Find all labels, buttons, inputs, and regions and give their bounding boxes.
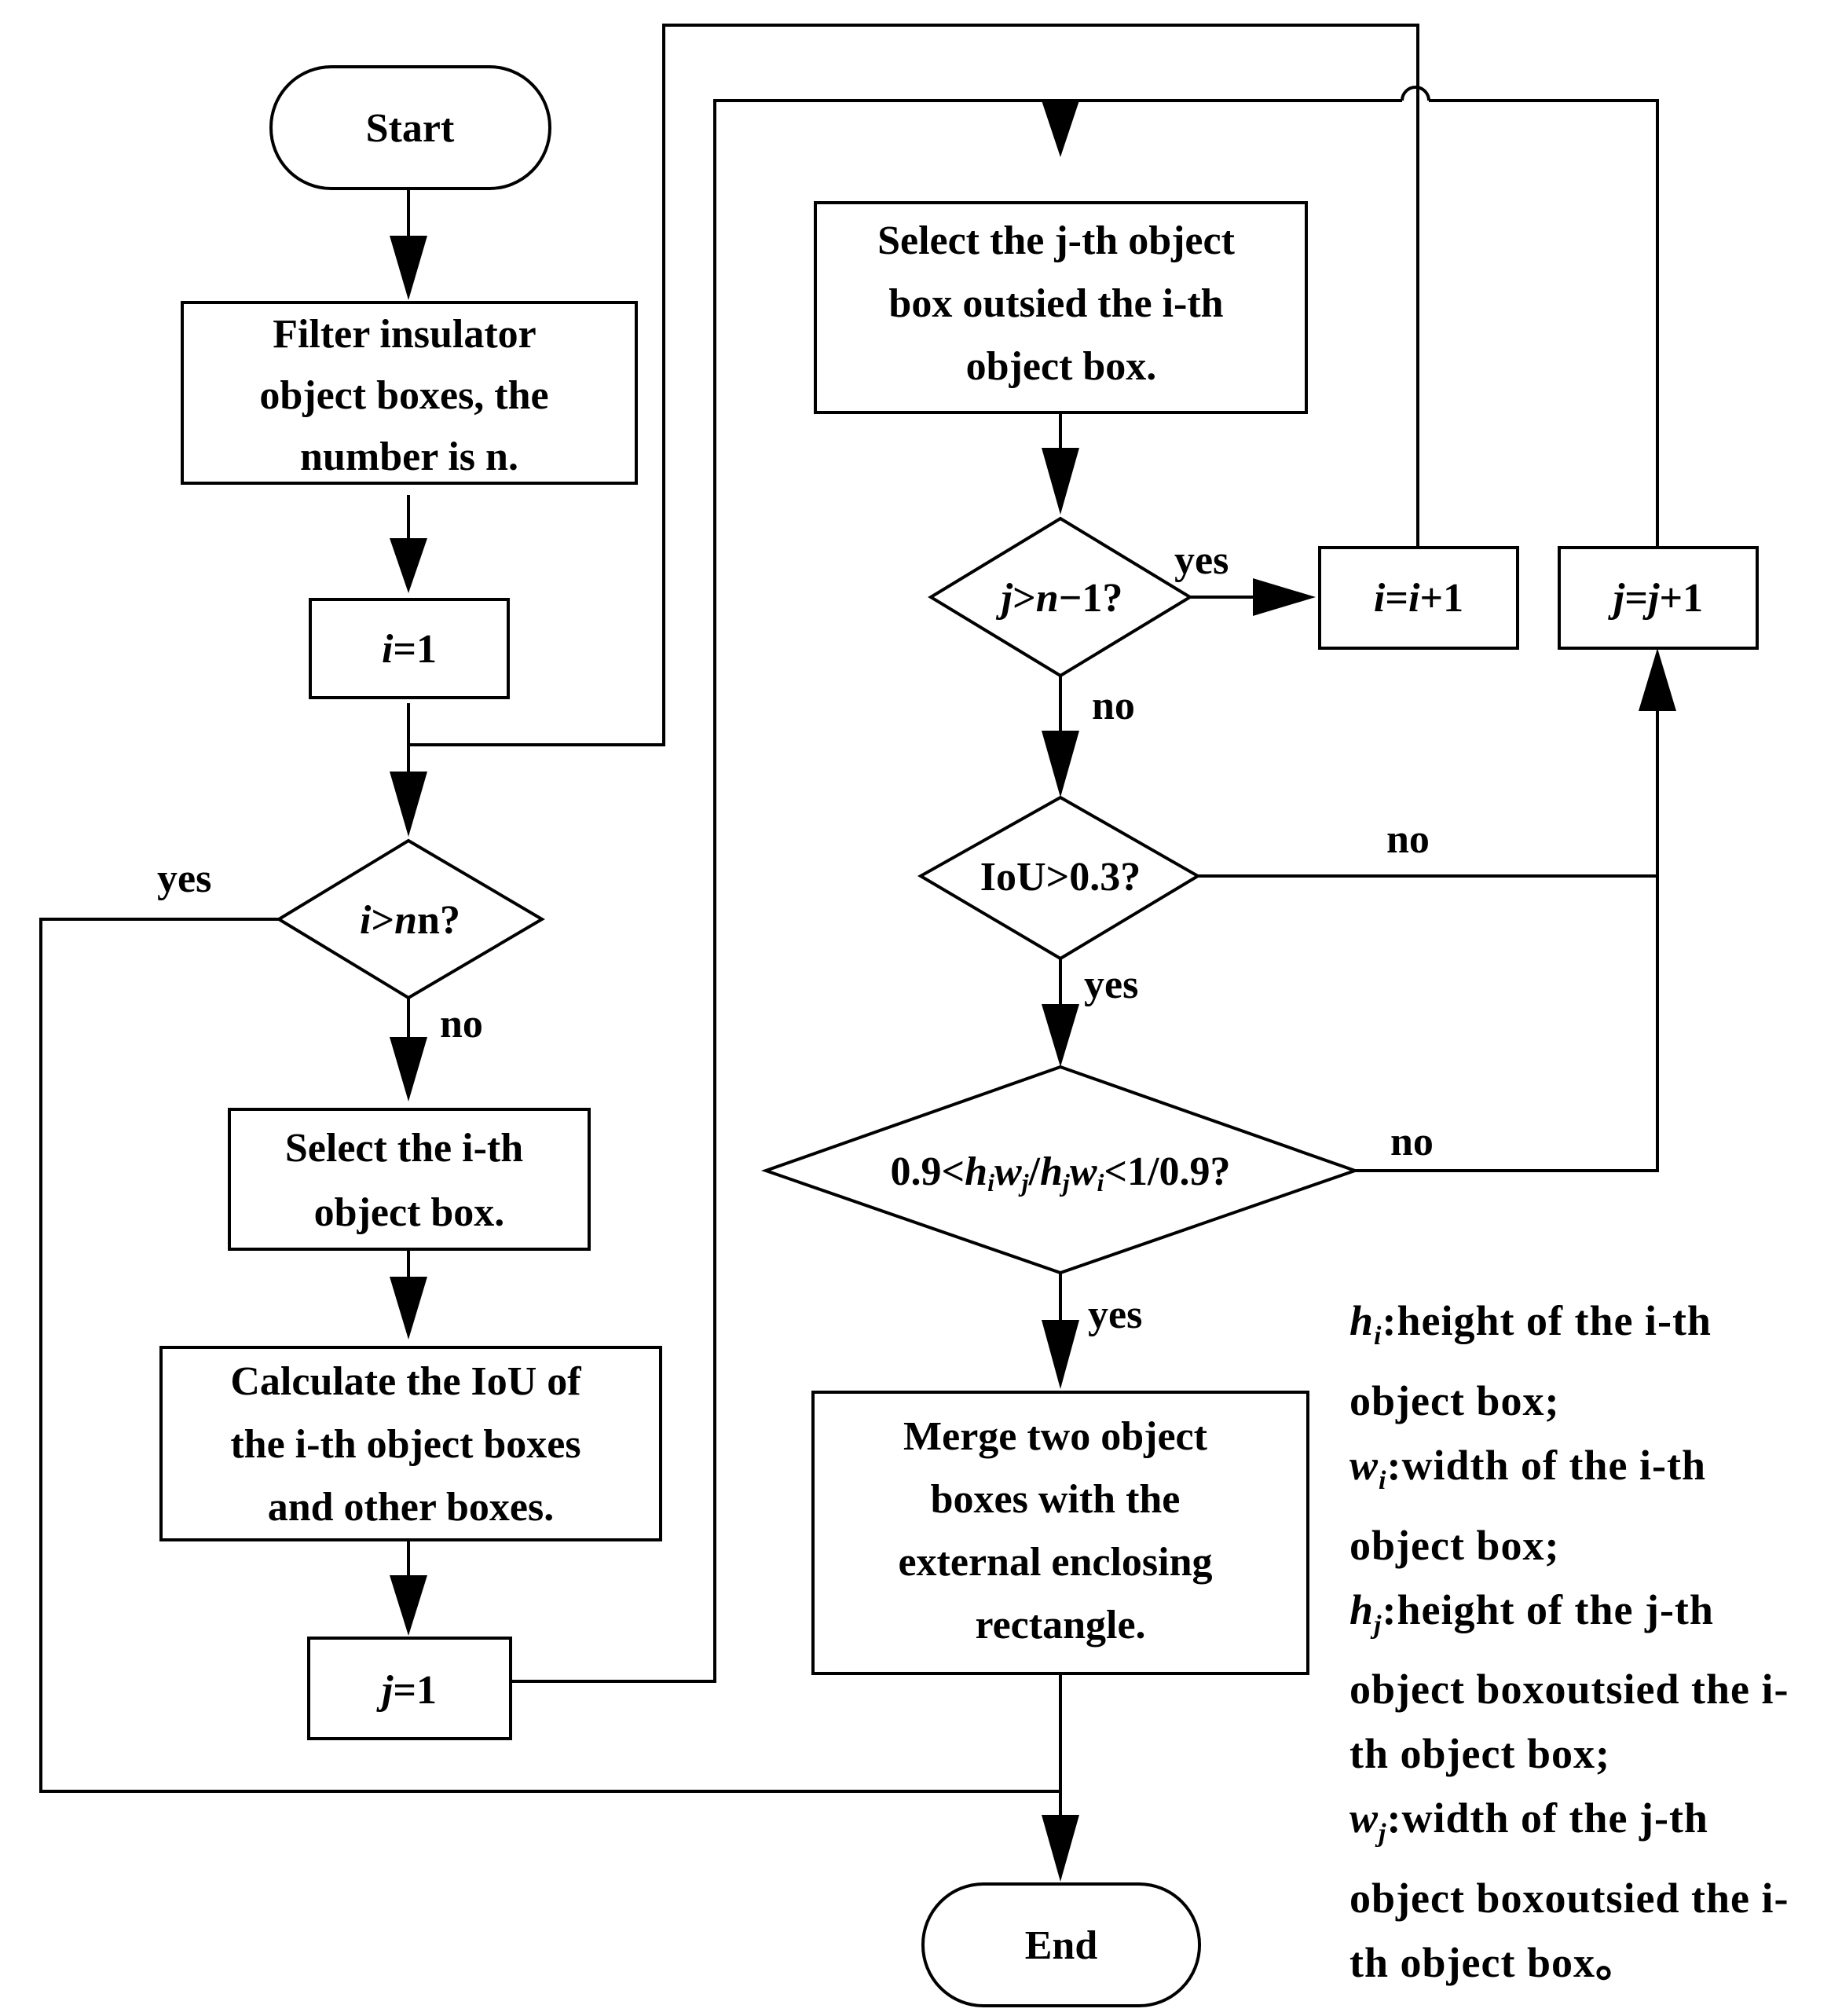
no-label: no (440, 1002, 483, 1046)
arrow-head (1042, 1320, 1079, 1389)
ratio-cond-tail: <1/0.9? (1104, 1149, 1230, 1194)
i-cond-label: i>nn? (360, 898, 460, 943)
legend-symbol: hi (1349, 1297, 1382, 1351)
legend-symbol: wi (1349, 1441, 1387, 1495)
legend-item: wj:width of the j-th object boxoutsied t… (1349, 1786, 1821, 1995)
i-init-box: i=1 (309, 598, 510, 699)
select-i-line: object box. (314, 1190, 505, 1235)
select-i-box: Select the i-th object box. (228, 1108, 591, 1251)
merge-box: Merge two object boxes with the external… (811, 1391, 1309, 1675)
filter-line: Filter insulator (273, 312, 536, 357)
legend-symbol: wj (1349, 1794, 1387, 1849)
iou-cond-diamond: IoU>0.3? (917, 795, 1201, 961)
arrow-head (390, 1277, 427, 1340)
ratio-cond-head: 0.9< (891, 1149, 965, 1194)
end-terminal: End (921, 1882, 1201, 2007)
legend-item: wi:width of the i-th object box; (1349, 1433, 1821, 1578)
calc-iou-line: and other boxes. (268, 1485, 555, 1530)
j-incr-label: j=j+1 (1608, 576, 1703, 621)
select-j-line: Select the j-th object (877, 218, 1236, 263)
filter-line: number is n. (300, 434, 518, 479)
legend-item: hi:height of the i-th object box; (1349, 1288, 1821, 1433)
j-init-label: j=1 (376, 1668, 437, 1713)
i-init-label: i=1 (382, 627, 437, 672)
calc-iou-line: Calculate the IoU of (230, 1359, 581, 1404)
legend-symbol: hj (1349, 1585, 1382, 1640)
select-i-line: Select the i-th (285, 1126, 523, 1171)
merge-line: rectangle. (975, 1603, 1145, 1648)
j-cond-diamond: j>n−1? (928, 516, 1193, 678)
merge-line: boxes with the (931, 1477, 1181, 1522)
j-incr-box: j=j+1 (1558, 546, 1759, 650)
legend-text: :height of the j-th object boxoutsied th… (1349, 1585, 1789, 1778)
no-label: no (1092, 684, 1135, 728)
arrowheads (390, 101, 1676, 1882)
yes-label: yes (1088, 1292, 1142, 1337)
yes-label: yes (1084, 962, 1138, 1007)
arrow-head (390, 236, 427, 300)
merge-text: Merge two object boxes with the external… (898, 1414, 1222, 1648)
yes-label: yes (157, 856, 211, 901)
arrow-head (1639, 648, 1676, 711)
arrow-head (1042, 101, 1079, 157)
merge-line: external enclosing (898, 1540, 1212, 1585)
legend-item: hj:height of the j-th object boxoutsied … (1349, 1578, 1821, 1787)
j-cond-tail: 1? (1082, 576, 1122, 621)
start-label: Start (366, 106, 455, 151)
start-terminal: Start (269, 65, 551, 190)
ratio-cond-diamond: 0.9<hiwj/hjwi<1/0.9? (760, 1065, 1360, 1275)
i-cond-tail: n? (417, 898, 460, 943)
j-incr-tail: +1 (1659, 576, 1703, 621)
filter-box: Filter insulator object boxes, the numbe… (181, 301, 638, 485)
legend-text: :width of the j-th object boxoutsied the… (1349, 1794, 1789, 1987)
ratio-cond-label: 0.9<hiwj/hjwi<1/0.9? (891, 1149, 1231, 1197)
calc-iou-text: Calculate the IoU of the i-th object box… (230, 1359, 591, 1530)
i-init-value: 1 (416, 627, 437, 672)
arrow-head (390, 1037, 427, 1101)
i-incr-tail: +1 (1419, 576, 1463, 621)
select-j-line: box outsied the i-th (888, 281, 1223, 326)
select-j-text: Select the j-th object box outsied the i… (877, 218, 1245, 389)
no-label: no (1386, 817, 1430, 862)
arrow-head (1253, 578, 1316, 616)
iou-cond-label: IoU>0.3? (980, 855, 1141, 900)
i-cond-diamond: i>nn? (276, 838, 545, 1000)
arrow-head (390, 538, 427, 593)
arrow-head (1042, 731, 1079, 797)
arrow-head (1042, 1815, 1079, 1882)
j-cond-label: j>n−1? (996, 576, 1123, 621)
select-i-text: Select the i-th object box. (285, 1126, 533, 1235)
arrow-head (390, 1575, 427, 1636)
j-init-value: 1 (416, 1668, 437, 1713)
filter-text: Filter insulator object boxes, the numbe… (259, 312, 558, 479)
legend: hi:height of the i-th object box; wi:wid… (1349, 1288, 1821, 1995)
select-j-line: object box. (966, 344, 1157, 389)
legend-text: :width of the i-th object box; (1349, 1441, 1706, 1569)
arrow-head (390, 772, 427, 837)
arrow-head (1042, 448, 1079, 515)
merge-line: Merge two object (903, 1414, 1208, 1459)
yes-label: yes (1174, 538, 1229, 583)
i-incr-label: i=i+1 (1374, 576, 1463, 621)
filter-line: object boxes, the (259, 373, 548, 418)
calc-iou-line: the i-th object boxes (230, 1422, 580, 1467)
calc-iou-box: Calculate the IoU of the i-th object box… (159, 1346, 662, 1541)
legend-text: :height of the i-th object box; (1349, 1297, 1712, 1424)
no-label: no (1390, 1120, 1434, 1164)
i-incr-box: i=i+1 (1318, 546, 1519, 650)
end-label: End (1025, 1923, 1098, 1968)
select-j-box: Select the j-th object box outsied the i… (814, 201, 1308, 414)
j-init-box: j=1 (307, 1637, 512, 1740)
arrow-head (1042, 1004, 1079, 1067)
